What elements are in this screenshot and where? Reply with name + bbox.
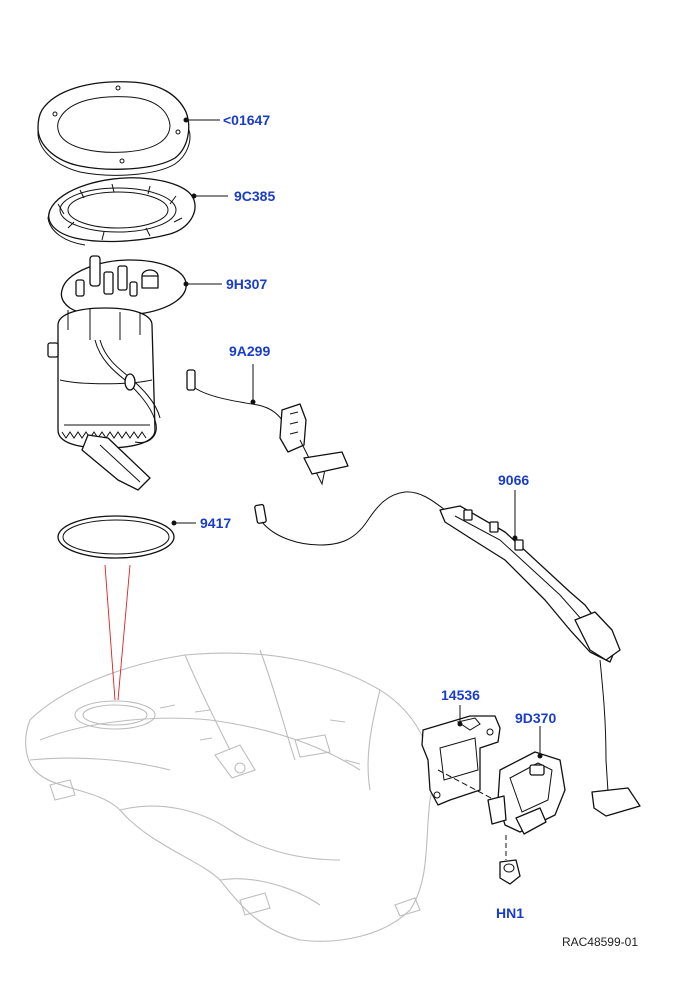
fuel-level-sender-part [186,369,349,486]
fuel-tank [25,649,434,942]
callout-9A299: 9A299 [229,343,270,359]
alignment-lines [104,564,131,701]
callout-9C385: 9C385 [234,188,275,204]
wiring-harness-part [254,491,641,817]
flange-cover-part [37,81,191,176]
reference-code: RAC48599-01 [562,935,638,949]
callout-14536: 14536 [441,687,480,703]
callout-9H307: 9H307 [226,276,267,292]
control-module-part [487,751,566,835]
callout-9D370: 9D370 [515,710,556,726]
callout-9417: 9417 [200,515,231,531]
callout-labels: <01647 9C385 9H307 9A299 9066 9417 14536… [200,112,556,921]
nut-part [499,835,521,885]
callout-01647: <01647 [223,112,270,128]
bracket-part [421,715,511,809]
leader-lines [171,117,543,759]
fuel-pump-module-part [47,255,187,491]
seal-ring-part [57,515,175,559]
locking-ring-part [47,177,196,246]
callout-9066: 9066 [498,472,529,488]
callout-HN1: HN1 [496,905,524,921]
